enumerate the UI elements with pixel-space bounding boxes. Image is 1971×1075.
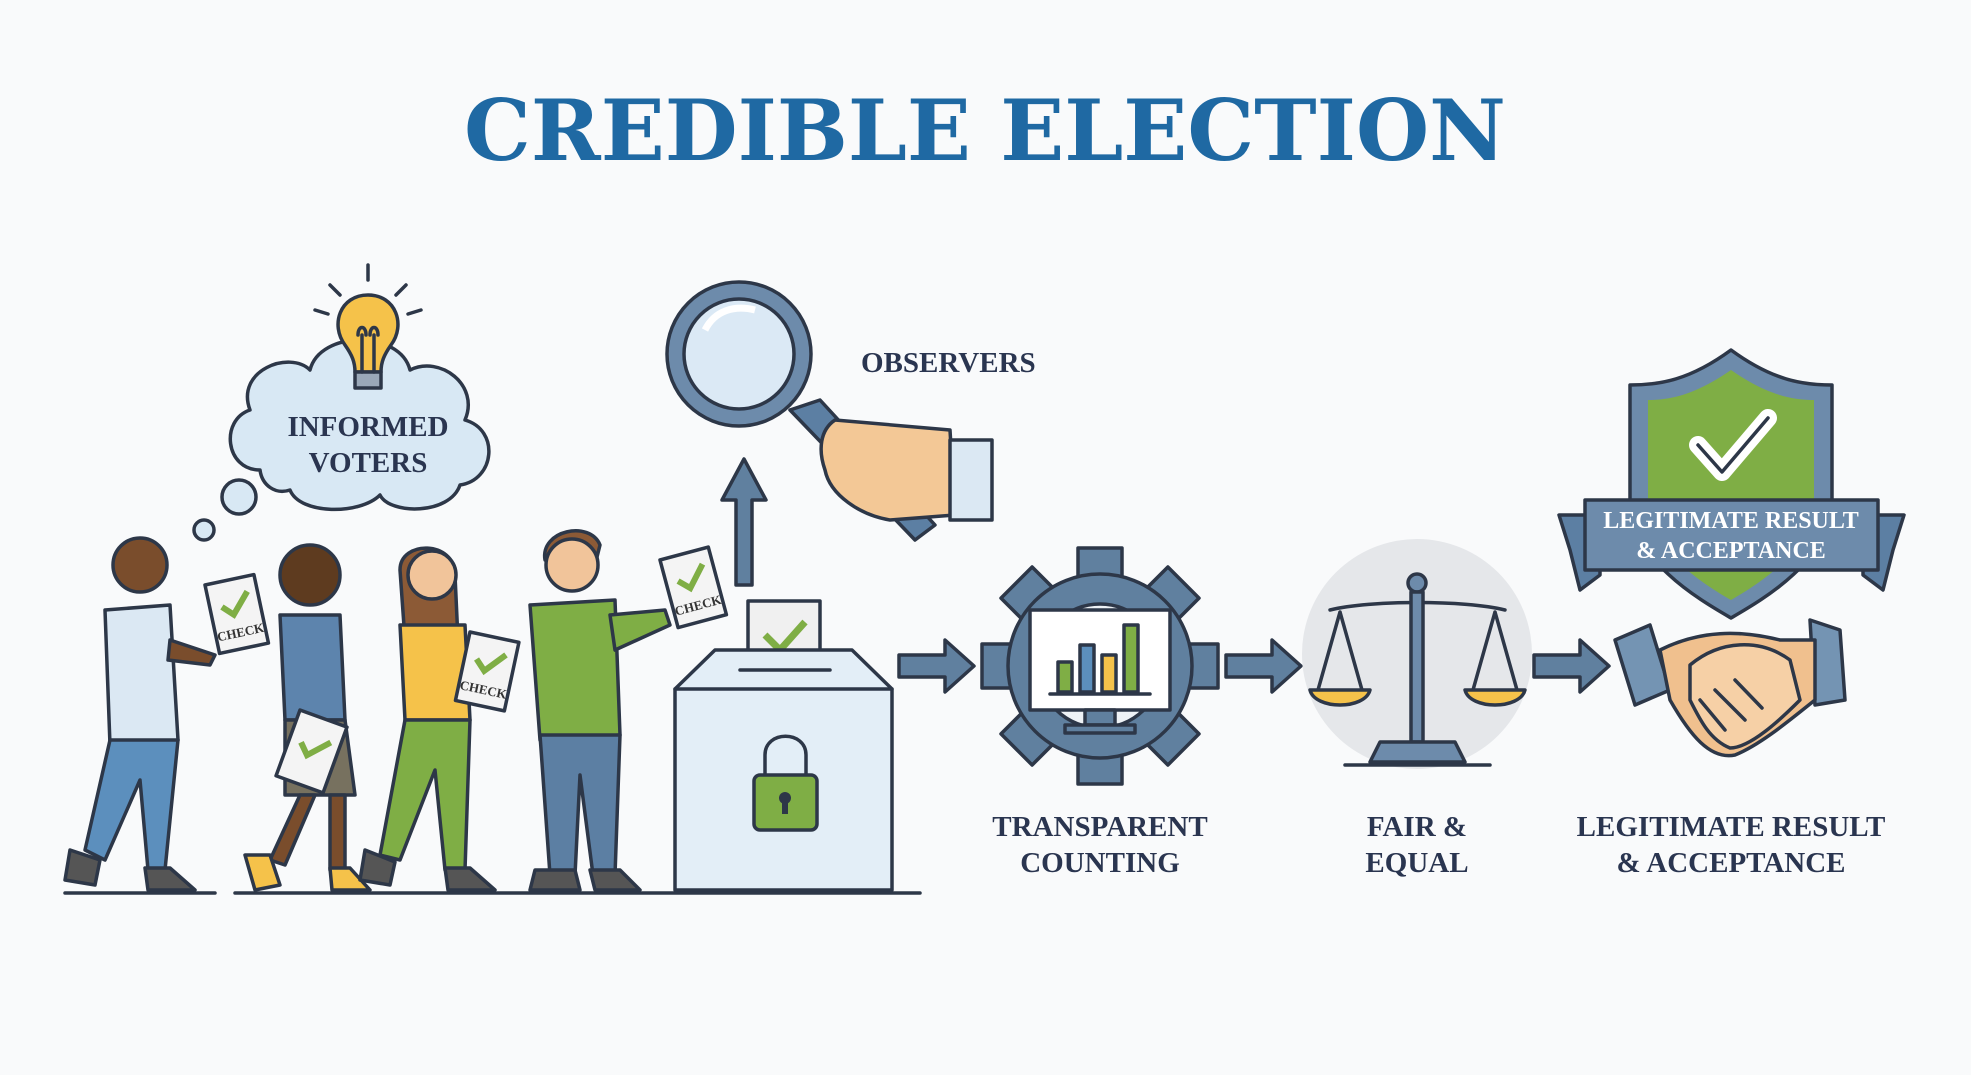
step-label-legitimate-result-line2: & ACCEPTANCE [1616,847,1845,879]
step-label-fair-equal-line1: FAIR & [1367,811,1467,843]
step-label-transparent-counting-line1: TRANSPARENT [992,811,1207,843]
ballot-paper: CHECK [203,572,271,656]
page-title: CREDIBLE ELECTION [464,81,1506,180]
step-label-legitimate-result-line1: LEGITIMATE RESULT [1577,811,1886,843]
scales-of-justice-icon [1302,539,1532,769]
ballot-paper [274,708,349,795]
padlock-icon [752,734,819,832]
ribbon-text-line1: LEGITIMATE RESULT [1603,508,1858,534]
lightbulb-icon [313,263,423,390]
magnifying-glass-icon [665,280,994,542]
flow-arrow [1532,638,1611,694]
thought-bubble [220,478,258,516]
voter-4 [528,529,672,892]
informed-voters-cloud: INFORMED VOTERS [192,338,491,542]
step-label-fair-equal-line2: EQUAL [1365,847,1468,879]
ribbon-text-line2: & ACCEPTANCE [1636,538,1826,564]
cloud-text-line2: VOTERS [309,447,428,479]
monitor-chart-icon [1028,608,1172,735]
flow-arrow [897,638,976,694]
thought-bubble [192,518,216,542]
result-ribbon-banner: LEGITIMATE RESULT & ACCEPTANCE [1557,498,1906,592]
handshake-icon [1613,618,1847,758]
shield-check-icon [1628,348,1834,620]
ballot-box [673,599,894,892]
observers-label: OBSERVERS [861,347,1036,379]
voter-1 [63,536,217,892]
flow-arrow [1224,638,1303,694]
cloud-text-line1: INFORMED [287,411,448,443]
voter-3 [358,546,497,892]
ballot-paper: CHECK [658,545,729,630]
step-label-transparent-counting-line2: COUNTING [1020,847,1180,879]
up-arrow [720,457,768,587]
ballot-paper: CHECK [453,630,521,713]
